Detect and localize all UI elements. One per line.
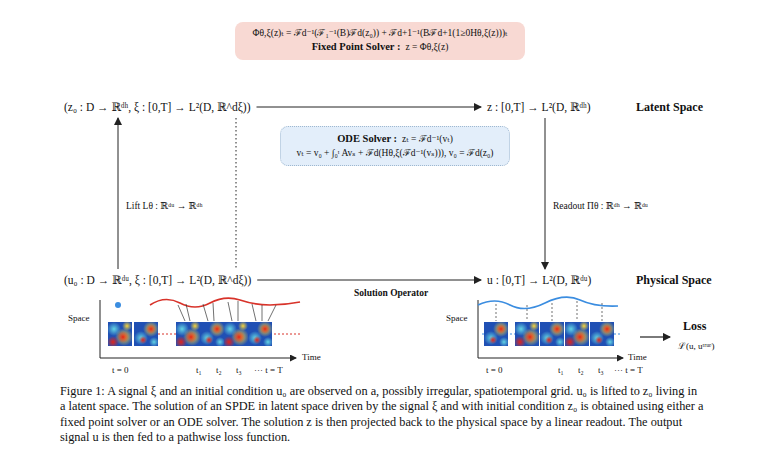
annotation: Loss bbox=[683, 320, 706, 334]
loss-arrow bbox=[640, 336, 670, 337]
right-plot bbox=[478, 297, 670, 358]
left-plot bbox=[100, 298, 300, 358]
annotation: ··· t = T bbox=[614, 365, 643, 375]
output-wave bbox=[478, 297, 618, 308]
edge-label: Readout Πθ : ℝᵈʰ → ℝᵈᵘ bbox=[551, 200, 650, 211]
formula: (u₀ : D → ℝᵈᵘ, ξ : [0,T] → L²(D, ℝ^dξ)) bbox=[64, 274, 251, 286]
figure-caption: Figure 1: A signal ξ and an initial cond… bbox=[60, 384, 705, 446]
math-expression: (z₀ : D → ℝᵈʰ, ξ : [0,T] → L²(D, ℝ^dξ)) bbox=[62, 99, 253, 115]
dotted-connector bbox=[236, 118, 237, 269]
heatmap bbox=[540, 321, 565, 347]
annotation: t = 0 bbox=[486, 365, 503, 375]
formula: zₜ = ℱd⁻¹(vₜ) bbox=[402, 134, 453, 144]
formula: z : [0,T] → L²(D, ℝᵈʰ) bbox=[487, 101, 591, 113]
annotation: Physical Space bbox=[636, 274, 712, 288]
heading: ODE Solver : bbox=[337, 133, 397, 144]
annotation: t₂ bbox=[216, 365, 222, 375]
math-expression: u : [0,T] → L²(D, ℝᵈᵘ) bbox=[485, 272, 593, 288]
space-axis bbox=[100, 300, 101, 358]
arrow-connector bbox=[257, 107, 482, 108]
heatmap bbox=[564, 321, 590, 348]
arrow-connector bbox=[545, 118, 546, 269]
text-row: (u₀ : D → ℝᵈᵘ, ξ : [0,T] → L²(D, ℝ^dξ)) bbox=[64, 273, 251, 287]
formula: (z₀ : D → ℝᵈʰ, ξ : [0,T] → L²(D, ℝ^dξ)) bbox=[64, 101, 251, 113]
annotation: t = 0 bbox=[112, 365, 129, 375]
annotation: Time bbox=[302, 352, 321, 362]
text-row: Φθ,ξ(z)ₜ = ℱd⁻¹(ℱ₁⁻¹(B)ℱd(z₀)) + ℱd+1⁻¹(… bbox=[243, 27, 517, 40]
math-expression: (u₀ : D → ℝᵈᵘ, ξ : [0,T] → L²(D, ℝ^dξ)) bbox=[62, 272, 253, 288]
text-row: Fixed Point Solver : z = Φθ,ξ(z) bbox=[243, 40, 517, 55]
space-axis bbox=[478, 300, 479, 358]
heatmap bbox=[590, 321, 615, 347]
text-row: z : [0,T] → L²(D, ℝᵈʰ) bbox=[487, 100, 591, 114]
math-expression: z : [0,T] → L²(D, ℝᵈʰ) bbox=[485, 99, 593, 115]
annotation: Latent Space bbox=[636, 101, 703, 115]
annotation: t₃ bbox=[598, 365, 604, 375]
formula-box: Φθ,ξ(z)ₜ = ℱd⁻¹(ℱ₁⁻¹(B)ℱd(z₀)) + ℱd+1⁻¹(… bbox=[235, 22, 525, 60]
heading: Fixed Point Solver : bbox=[312, 41, 401, 52]
heatmap bbox=[107, 321, 133, 348]
formula: u : [0,T] → L²(D, ℝᵈᵘ) bbox=[487, 274, 591, 286]
text-row: vₜ = v₀ + ∫₀ᵗ Avₛ + ℱd(Hθ,ξ(ℱd⁻¹(vₛ))), … bbox=[289, 147, 501, 160]
arrow-connector bbox=[118, 118, 119, 269]
signal-wave bbox=[150, 298, 300, 307]
annotation: Time bbox=[628, 352, 647, 362]
arrow-connector bbox=[257, 280, 481, 281]
text-row: u : [0,T] → L²(D, ℝᵈᵘ) bbox=[487, 273, 591, 287]
output-samples bbox=[496, 301, 602, 321]
heatmap bbox=[175, 321, 201, 348]
annotation: t₁ bbox=[196, 365, 202, 375]
time-axis bbox=[100, 358, 296, 359]
formula: vₜ = v₀ + ∫₀ᵗ Avₛ + ℱd(Hθ,ξ(ℱd⁻¹(vₛ))), … bbox=[296, 148, 493, 158]
formula: Φθ,ξ(z)ₜ = ℱd⁻¹(ℱ₁⁻¹(B)ℱd(z₀)) + ℱd+1⁻¹(… bbox=[253, 28, 508, 38]
signal-samples bbox=[178, 301, 276, 321]
annotation: Space bbox=[68, 313, 90, 323]
annotation: Space bbox=[446, 313, 468, 323]
formula-box: ODE Solver : zₜ = ℱd⁻¹(vₜ) vₜ = v₀ + ∫₀ᵗ A… bbox=[280, 126, 510, 166]
annotation: ℒ(u, uᵗʳᵘᵉ) bbox=[678, 341, 714, 351]
text-row: (z₀ : D → ℝᵈʰ, ξ : [0,T] → L²(D, ℝ^dξ)) bbox=[64, 100, 251, 114]
annotation: ··· t = T bbox=[254, 365, 283, 375]
annotation: t₂ bbox=[578, 365, 584, 375]
heatmap bbox=[484, 321, 509, 347]
edge-label: Lift Lθ : ℝᵈᵘ → ℝᵈʰ bbox=[124, 200, 204, 211]
time-axis bbox=[478, 358, 623, 359]
heatmap bbox=[514, 321, 540, 348]
text-row: ODE Solver : zₜ = ℱd⁻¹(vₜ) bbox=[289, 132, 501, 147]
heatmap bbox=[248, 321, 273, 347]
formula: z = Φθ,ξ(z) bbox=[405, 42, 448, 52]
heatmap bbox=[223, 321, 249, 348]
edge-label: Solution Operator bbox=[352, 288, 430, 298]
annotation: t₃ bbox=[236, 365, 242, 375]
heatmap bbox=[134, 321, 159, 347]
heatmap bbox=[200, 321, 225, 347]
initial-point bbox=[115, 302, 121, 308]
annotation: t₁ bbox=[558, 365, 564, 375]
